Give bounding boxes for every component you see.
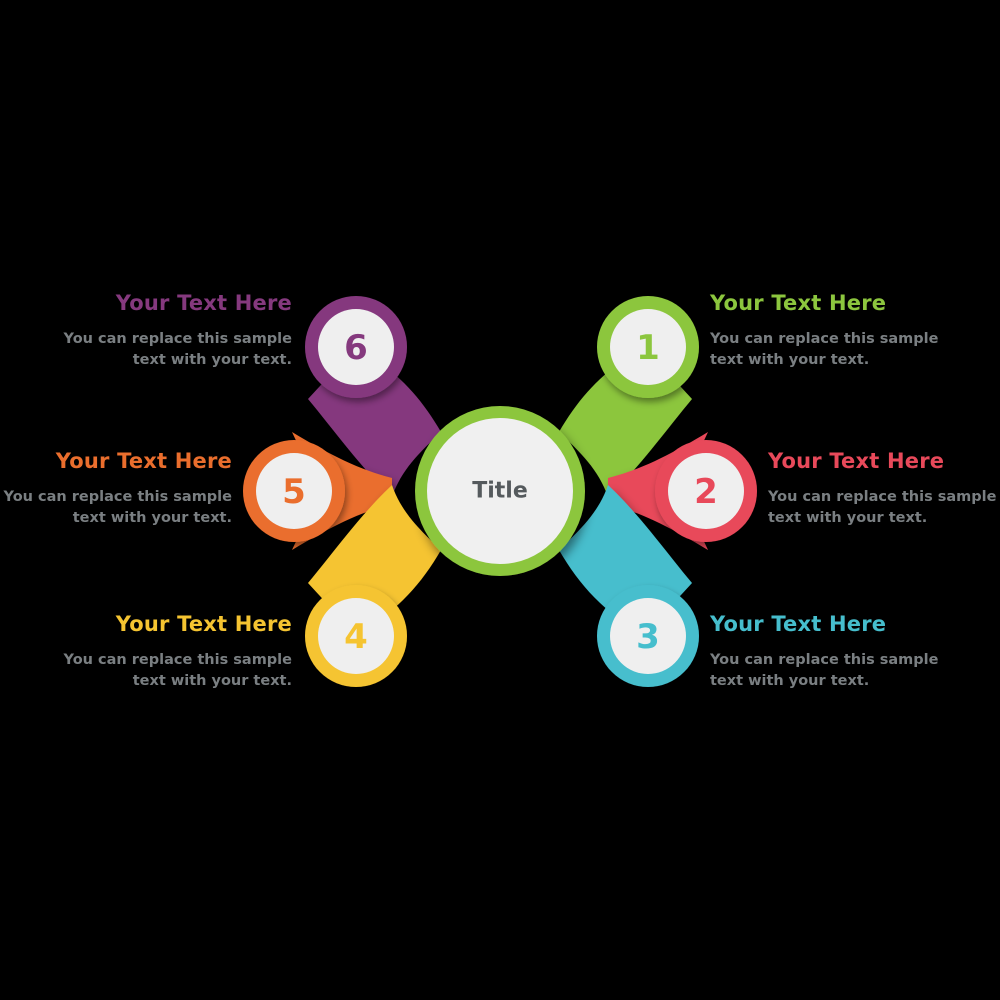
text-heading-5: Your Text Here [55,449,232,473]
text-body-3: You can replace this sample text with yo… [710,652,939,689]
text-block-5: Your Text Here You can replace this samp… [0,449,232,528]
text-heading-3: Your Text Here [710,612,887,636]
text-block-4: Your Text Here You can replace this samp… [32,612,292,691]
node-inner-5 [256,453,332,529]
text-block-6: Your Text Here You can replace this samp… [32,291,292,370]
node-inner-3 [610,598,686,674]
text-body-2: You can replace this sample text with yo… [768,489,997,526]
text-body-6: You can replace this sample text with yo… [63,331,292,368]
node-inner-2 [668,453,744,529]
text-block-1: Your Text Here You can replace this samp… [710,291,970,370]
text-body-1: You can replace this sample text with yo… [710,331,939,368]
node-inner-6 [318,309,394,385]
center-hub-fill [427,418,573,564]
center-title: Title [472,478,528,504]
text-body-4: You can replace this sample text with yo… [63,652,292,689]
text-heading-4: Your Text Here [115,612,292,636]
text-heading-2: Your Text Here [768,449,945,473]
node-inner-1 [610,309,686,385]
text-heading-1: Your Text Here [710,291,887,315]
text-block-2: Your Text Here You can replace this samp… [768,449,1000,528]
node-inner-4 [318,598,394,674]
text-block-3: Your Text Here You can replace this samp… [710,612,970,691]
text-heading-6: Your Text Here [115,291,292,315]
text-body-5: You can replace this sample text with yo… [3,489,232,526]
